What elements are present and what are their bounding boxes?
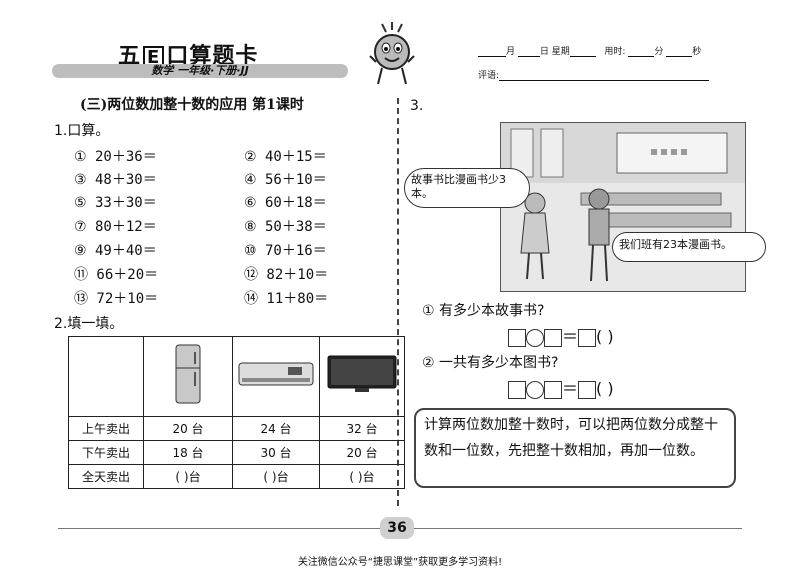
time-label: 用时: <box>604 47 626 57</box>
second-label: 秒 <box>692 47 702 57</box>
girl-figure <box>520 192 550 280</box>
air-conditioner-cell <box>232 336 320 417</box>
day-blank[interactable] <box>517 46 540 57</box>
problem-9: ⑨ 49＋40＝ <box>74 243 157 259</box>
eq1-box-a[interactable] <box>508 328 526 347</box>
eq2-box-b[interactable] <box>544 380 562 399</box>
problem-1: ① 20＋36＝ <box>74 149 157 165</box>
lesson-title: (三)两位数加整十数的应用 第1课时 <box>80 97 304 113</box>
q1-title: 1.口算。 <box>54 123 110 139</box>
eq2-operator-circle[interactable] <box>526 380 544 399</box>
row-morning-label: 上午卖出 <box>68 416 144 441</box>
day-label: 日 <box>539 47 549 57</box>
eq1-operator-circle[interactable] <box>526 328 544 347</box>
row-total-label: 全天卖出 <box>68 464 144 489</box>
total-fridge-blank[interactable]: ( )台 <box>143 464 233 489</box>
problem-11: ⑪ 66＋20＝ <box>74 267 159 283</box>
afternoon-fridge: 18 台 <box>143 440 233 465</box>
subject-bar: 数学 一年级·下册·JJ <box>52 64 348 78</box>
comment-line: 评语: <box>478 68 710 81</box>
morning-tv: 32 台 <box>319 416 405 441</box>
date-time-line: 月 日 星期 用时: 分 秒 <box>478 44 701 57</box>
afternoon-tv: 20 台 <box>319 440 405 465</box>
column-divider <box>397 98 399 506</box>
afternoon-ac: 30 台 <box>232 440 320 465</box>
problem-3: ③ 48＋30＝ <box>74 172 157 188</box>
problem-13: ⑬ 72＋10＝ <box>74 291 159 307</box>
television-cell <box>319 336 405 417</box>
problem-14: ⑭ 11＋80＝ <box>244 291 329 307</box>
problem-7: ⑦ 80＋12＝ <box>74 219 157 235</box>
footnote: 关注微信公众号“捷思课堂”获取更多学习资料! <box>297 557 503 568</box>
boy-figure <box>588 188 610 282</box>
problem-4: ④ 56＋10＝ <box>244 172 327 188</box>
equation-row-2: ＝ ( ) <box>508 375 614 399</box>
eq1-equals: ＝ <box>562 327 579 346</box>
air-conditioner-icon <box>238 362 314 386</box>
comment-label: 评语: <box>478 71 500 81</box>
sales-table: 上午卖出 20 台 24 台 32 台 下午卖出 18 台 30 台 20 台 … <box>68 336 405 489</box>
eq2-box-a[interactable] <box>508 380 526 399</box>
problem-5: ⑤ 33＋30＝ <box>74 195 157 211</box>
weekday-blank[interactable] <box>569 46 596 57</box>
television-icon <box>327 355 397 392</box>
speech-bubble-left: 故事书比漫画书少3本。 <box>404 168 530 208</box>
month-label: 月 <box>506 47 516 57</box>
q3-sub1: ① 有多少本故事书? <box>422 303 545 319</box>
problem-10: ⑩ 70＋16＝ <box>244 243 327 259</box>
page-number: 36 <box>380 517 414 539</box>
equation-row-1: ＝ ( ) <box>508 323 614 347</box>
q2-title: 2.填一填。 <box>54 316 124 332</box>
problem-6: ⑥ 60＋18＝ <box>244 195 327 211</box>
eq2-unit-blank[interactable]: ( ) <box>596 379 614 398</box>
problem-2: ② 40＋15＝ <box>244 149 327 165</box>
refrigerator-cell <box>143 336 233 417</box>
eq1-unit-blank[interactable]: ( ) <box>596 327 614 346</box>
month-blank[interactable] <box>478 46 506 57</box>
minute-label: 分 <box>654 47 664 57</box>
q3-number: 3. <box>410 98 424 114</box>
second-blank[interactable] <box>666 46 693 57</box>
row-afternoon-label: 下午卖出 <box>68 440 144 465</box>
morning-fridge: 20 台 <box>143 416 233 441</box>
q3-sub2: ② 一共有多少本图书? <box>422 355 559 371</box>
eq1-box-result[interactable] <box>578 328 597 347</box>
classroom-illustration <box>500 122 746 292</box>
weekday-label: 星期 <box>551 47 570 57</box>
speech-bubble-right: 我们班有23本漫画书。 <box>612 232 766 262</box>
morning-ac: 24 台 <box>232 416 320 441</box>
total-tv-blank[interactable]: ( )台 <box>319 464 405 489</box>
problem-12: ⑫ 82＋10＝ <box>244 267 329 283</box>
eq2-equals: ＝ <box>562 379 579 398</box>
table-corner <box>68 336 144 417</box>
brand-prefix: 五 <box>118 44 142 69</box>
tip-box: 计算两位数加整十数时，可以把两位数分成整十数和一位数，先把整十数相加，再加一位数… <box>414 408 736 488</box>
refrigerator-icon <box>175 344 201 404</box>
comment-blank[interactable] <box>499 70 710 81</box>
total-ac-blank[interactable]: ( )台 <box>232 464 320 489</box>
minute-blank[interactable] <box>628 46 655 57</box>
classroom-scene <box>501 123 745 282</box>
eq1-box-b[interactable] <box>544 328 562 347</box>
problem-8: ⑧ 50＋38＝ <box>244 219 327 235</box>
eq2-box-result[interactable] <box>578 380 597 399</box>
mascot-icon <box>368 22 416 90</box>
